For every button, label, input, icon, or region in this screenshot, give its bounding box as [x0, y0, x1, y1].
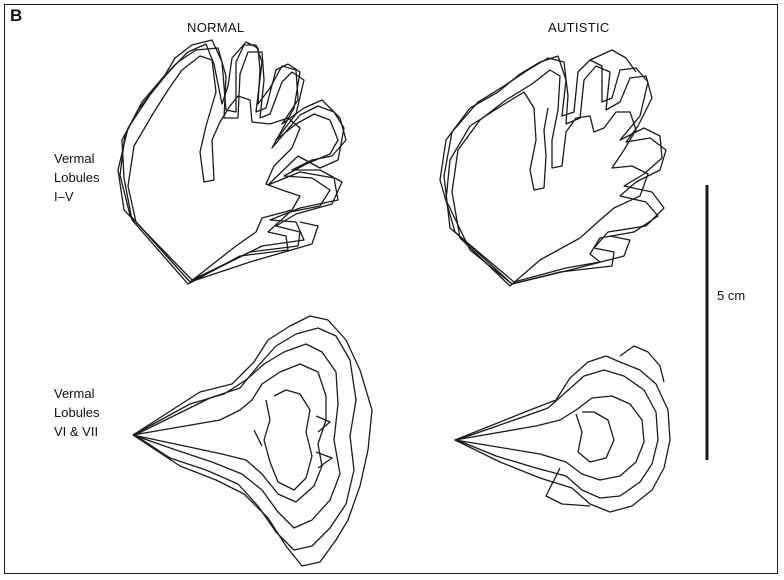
outline-trace — [133, 316, 372, 566]
outline-trace — [264, 390, 312, 490]
outline-trace — [455, 396, 644, 480]
autistic-lobules-i-v-tracings — [440, 50, 666, 286]
outline-trace — [444, 58, 666, 282]
outline-trace — [122, 48, 338, 284]
outline-trace — [133, 344, 340, 528]
outline-trace — [440, 56, 664, 284]
outline-trace — [576, 412, 614, 462]
autistic-lobules-vi-vii-tracings — [455, 346, 670, 512]
normal-lobules-i-v-tracings — [118, 40, 346, 284]
normal-lobules-vi-vii-tracings — [133, 316, 372, 566]
outline-trace — [135, 328, 356, 550]
